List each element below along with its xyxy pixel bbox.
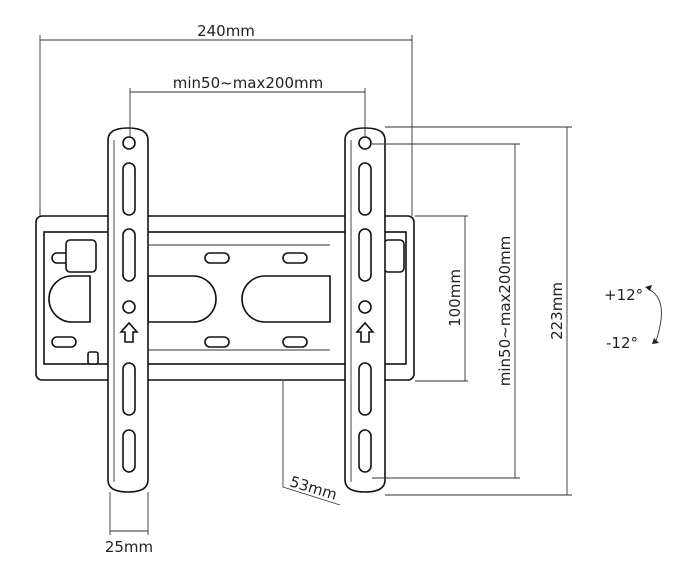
- vertical-hole-spacing-label: min50~max200mm: [496, 236, 514, 386]
- wall-distance-label: 53mm: [288, 473, 339, 504]
- overall-height-label: 223mm: [548, 282, 566, 340]
- horizontal-hole-spacing-label: min50~max200mm: [173, 74, 323, 92]
- tilt-down-label: -12°: [606, 334, 638, 352]
- dimension-lines: [39, 35, 572, 535]
- overall-width-label: 240mm: [197, 22, 255, 40]
- plate-height-label: 100mm: [446, 269, 464, 327]
- right-arm: [344, 127, 386, 493]
- tilt-arrow-icon: [645, 285, 662, 344]
- arm-width-label: 25mm: [105, 538, 153, 556]
- left-arm: [107, 127, 149, 493]
- tilt-up-label: +12°: [604, 286, 643, 304]
